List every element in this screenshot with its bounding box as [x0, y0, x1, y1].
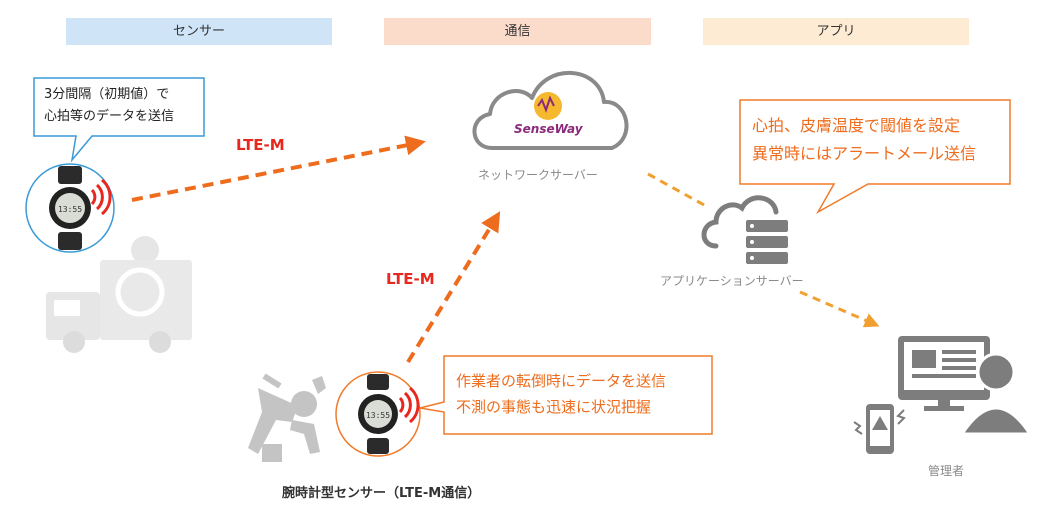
lower-arrow — [406, 211, 501, 364]
top-left-callout — [33, 77, 205, 163]
bottom-callout-text: 作業者の転倒時にデータを送信 不測の事態も迅速に状況把握 — [456, 372, 667, 416]
top-right-callout — [739, 99, 1011, 214]
upper-arrow — [131, 135, 426, 202]
app-server-label: アプリケーションサーバー — [660, 274, 804, 288]
server-link-arrow — [647, 172, 707, 208]
comm-header: 通信 — [384, 18, 651, 45]
senseway-logo: SenseWay — [514, 122, 583, 136]
sensor-header: センサー — [66, 18, 332, 45]
top-right-callout-text: 心拍、皮膚温度で閾値を設定 異常時にはアラートメール送信 — [752, 116, 977, 163]
lte-m-label-upper: LTE-M — [236, 136, 285, 154]
watch-icon-lower: 13:55 — [335, 371, 421, 457]
top-left-callout-text: 3分間隔（初期値）で 心拍等のデータを送信 — [44, 87, 175, 124]
admin-icon — [853, 336, 1033, 454]
admin-arrow — [799, 290, 880, 328]
svg-text:13:55: 13:55 — [58, 205, 82, 214]
network-server-label: ネットワークサーバー — [478, 168, 598, 182]
admin-label: 管理者 — [928, 464, 965, 478]
device-label: 腕時計型センサー（LTE-M通信） — [282, 486, 481, 501]
app-header: アプリ — [703, 18, 969, 45]
bottom-callout — [419, 355, 713, 435]
watch-icon-upper: 13:55 — [25, 163, 115, 253]
falling-worker-icon — [248, 373, 326, 462]
svg-text:13:55: 13:55 — [366, 411, 390, 420]
truck-driver-icon — [46, 236, 192, 353]
app-server-icon — [701, 195, 788, 264]
cloud-icon — [472, 71, 629, 150]
lte-m-label-lower: LTE-M — [386, 270, 435, 288]
